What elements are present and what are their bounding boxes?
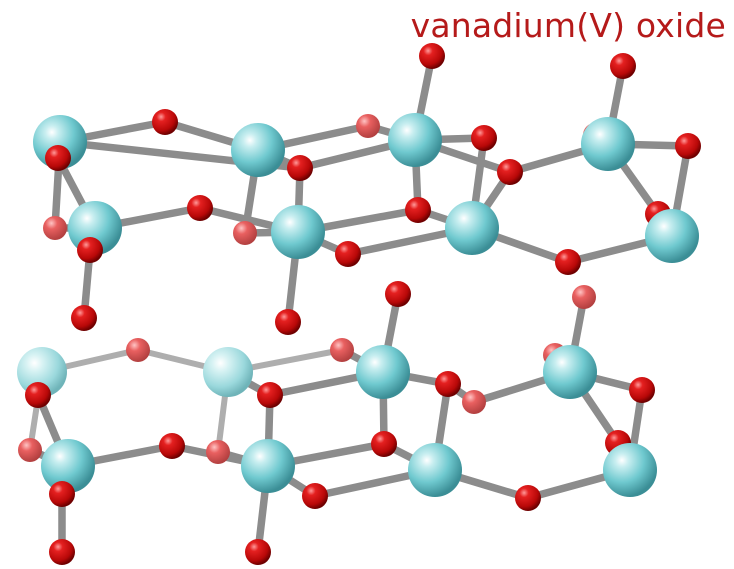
oxygen-atom [435,371,461,397]
oxygen-atom [287,155,313,181]
vanadium-atom [645,209,699,263]
oxygen-atom [187,195,213,221]
oxygen-atom [159,433,185,459]
oxygen-atom [257,382,283,408]
oxygen-atom [330,338,354,362]
oxygen-atom [497,159,523,185]
oxygen-atom [629,377,655,403]
oxygen-atom [71,305,97,331]
vanadium-atom [241,439,295,493]
oxygen-atom [572,285,596,309]
oxygen-atom [371,431,397,457]
oxygen-atom [18,438,42,462]
oxygen-atom [25,382,51,408]
oxygen-atom [152,109,178,135]
oxygen-atom [356,114,380,138]
oxygen-atom [49,481,75,507]
vanadium-atom [388,113,442,167]
oxygen-atom [515,485,541,511]
oxygen-atom [610,53,636,79]
oxygen-atom [43,216,67,240]
vanadium-atom [271,205,325,259]
oxygen-atom [385,281,411,307]
vanadium-atom [203,347,253,397]
oxygen-atom [245,539,271,565]
oxygen-atom [302,483,328,509]
vanadium-atom [231,123,285,177]
oxygen-atom [126,338,150,362]
vanadium-atom [603,443,657,497]
oxygen-atom [675,133,701,159]
oxygen-atom [45,145,71,171]
vanadium-atom [543,345,597,399]
vanadium-atom [41,439,95,493]
vanadium-atom [445,201,499,255]
oxygen-atom [462,390,486,414]
atom-layer [17,43,701,565]
oxygen-atom [275,309,301,335]
oxygen-atom [233,221,257,245]
vanadium-atom [356,345,410,399]
vanadium-atom [17,347,67,397]
compound-title: vanadium(V) oxide [410,6,726,45]
oxygen-atom [405,197,431,223]
oxygen-atom [77,237,103,263]
oxygen-atom [206,440,230,464]
oxygen-atom [471,125,497,151]
oxygen-atom [49,539,75,565]
oxygen-atom [419,43,445,69]
vanadium-atom [408,443,462,497]
oxygen-atom [555,249,581,275]
vanadium-atom [581,117,635,171]
oxygen-atom [335,241,361,267]
